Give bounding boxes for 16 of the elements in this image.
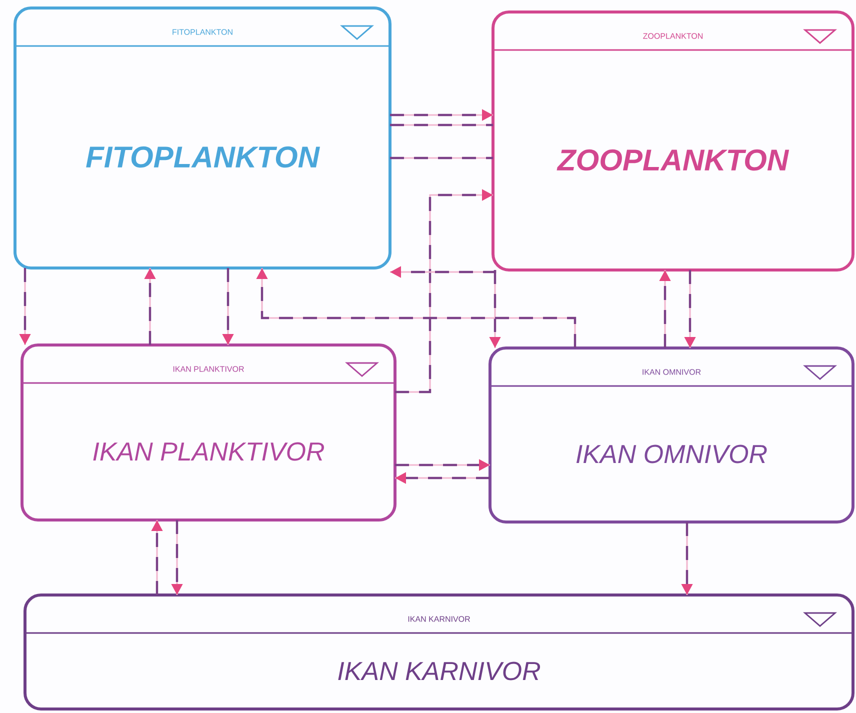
node-box [20, 344, 396, 522]
node-title: IKAN PLANKTIVOR [93, 442, 324, 461]
node-title: IKAN OMNIVOR [576, 444, 767, 464]
header-text: IKAN PLANKTIVOR [173, 366, 244, 372]
header-text: ZOOPLANKTON [643, 33, 703, 39]
node-title: IKAN KARNIVOR [338, 662, 540, 680]
node-box [14, 6, 392, 270]
node-title: FITOPLANKTON [86, 146, 320, 168]
header-text: FITOPLANKTON [172, 29, 232, 35]
node-box [488, 346, 854, 524]
header-text: IKAN KARNIVOR [408, 616, 470, 622]
node-title: ZOOPLANKTON [556, 149, 790, 171]
node-box [24, 594, 854, 710]
arrow [256, 268, 576, 348]
node-box [492, 10, 854, 272]
header-text: IKAN OMNIVOR [642, 369, 701, 375]
